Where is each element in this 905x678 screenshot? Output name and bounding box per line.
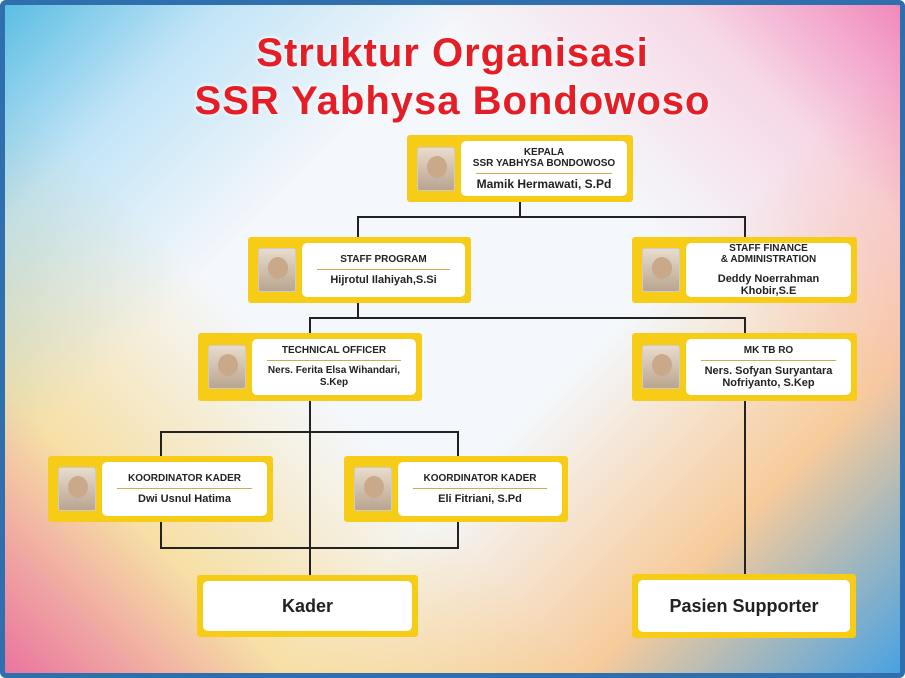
connector xyxy=(744,317,746,587)
connector xyxy=(309,399,311,577)
connector xyxy=(309,317,746,319)
person-name: Ners. Sofyan Suryantara xyxy=(704,365,833,377)
role: KEPALA xyxy=(523,147,565,158)
node-koordinator-kader-2: KOORDINATOR KADER Eli Fitriani, S.Pd xyxy=(344,456,568,522)
node-technical-officer: TECHNICAL OFFICER Ners. Ferita Elsa Wiha… xyxy=(198,333,422,401)
role: KOORDINATOR KADER xyxy=(423,473,537,484)
node-staff-finance: STAFF FINANCE & ADMINISTRATION Deddy Noe… xyxy=(632,237,857,303)
node-pasien-supporter: Pasien Supporter xyxy=(632,574,856,638)
node-kepala: KEPALA SSR YABHYSA BONDOWOSO Mamik Herma… xyxy=(407,135,633,202)
node-mk-tb-ro: MK TB RO Ners. Sofyan Suryantara Nofriya… xyxy=(632,333,857,401)
avatar xyxy=(354,467,392,511)
avatar xyxy=(258,248,296,292)
person-name: Dwi Usnul Hatima xyxy=(138,493,231,505)
group-label: Pasien Supporter xyxy=(669,595,819,616)
avatar xyxy=(58,467,96,511)
avatar xyxy=(642,345,680,389)
node-koordinator-kader-1: KOORDINATOR KADER Dwi Usnul Hatima xyxy=(48,456,273,522)
person-name: Ners. Ferita Elsa Wihandari, S.Kep xyxy=(267,365,401,388)
avatar xyxy=(208,345,246,389)
role: SSR YABHYSA BONDOWOSO xyxy=(472,158,616,169)
node-kader: Kader xyxy=(197,575,418,637)
title-line-1: Struktur Organisasi xyxy=(256,31,649,75)
person-name: Nofriyanto, S.Kep xyxy=(722,377,815,389)
person-name: Mamik Hermawati, S.Pd xyxy=(476,177,612,191)
person-name: Eli Fitriani, S.Pd xyxy=(438,493,522,505)
role: STAFF FINANCE xyxy=(729,243,808,254)
connector xyxy=(160,547,459,549)
connector xyxy=(357,216,359,238)
role: TECHNICAL OFFICER xyxy=(281,345,387,356)
avatar xyxy=(417,146,455,191)
avatar xyxy=(642,248,680,292)
connector xyxy=(744,216,746,238)
node-staff-program: STAFF PROGRAM Hijrotul Ilahiyah,S.Si xyxy=(248,237,471,303)
person-name: Hijrotul Ilahiyah,S.Si xyxy=(330,274,437,286)
connector xyxy=(357,216,746,218)
role: STAFF PROGRAM xyxy=(340,254,427,265)
person-name: Deddy Noerrahman Khobir,S.E xyxy=(717,273,820,297)
role: KOORDINATOR KADER xyxy=(128,473,241,484)
group-label: Kader xyxy=(281,595,334,616)
connector xyxy=(519,202,521,218)
role: MK TB RO xyxy=(743,345,794,356)
connector xyxy=(160,431,459,433)
connector xyxy=(357,303,359,319)
connector xyxy=(309,317,311,335)
role: & ADMINISTRATION xyxy=(720,254,817,265)
title-line-2: SSR Yabhysa Bondowoso xyxy=(194,79,711,123)
